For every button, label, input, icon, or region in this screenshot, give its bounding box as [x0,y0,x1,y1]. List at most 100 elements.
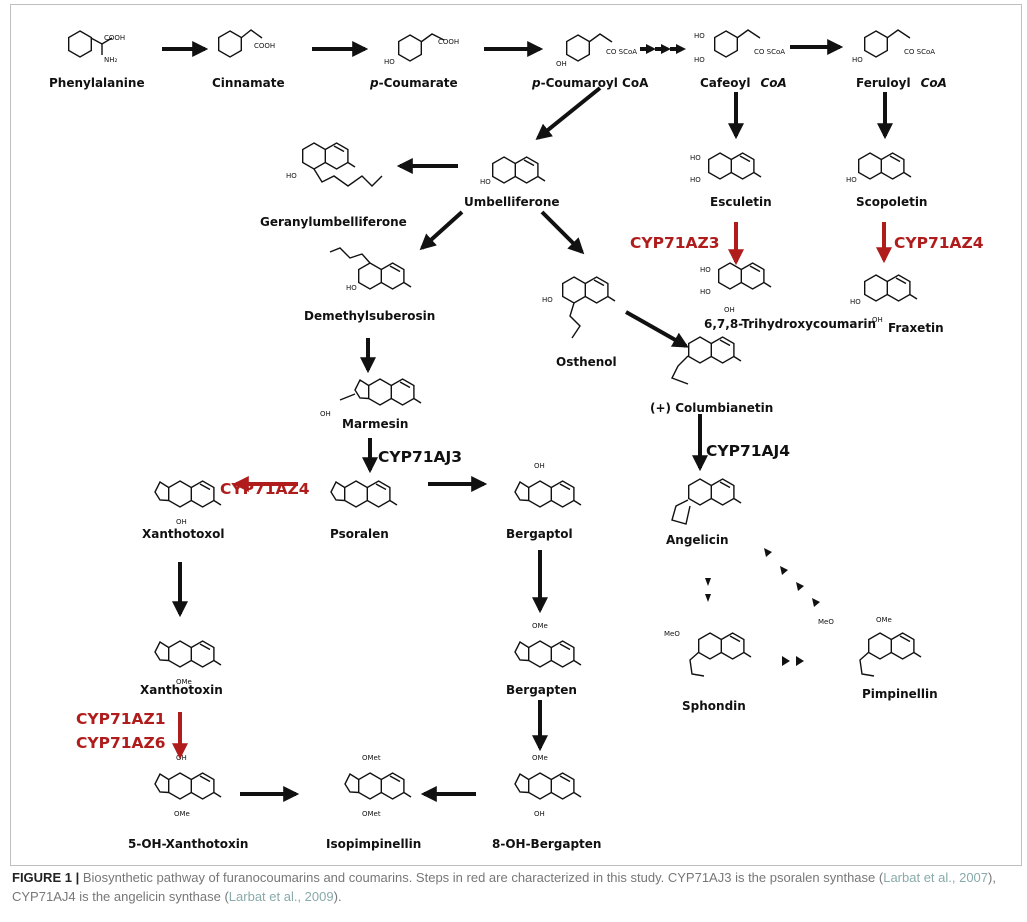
group-label: OH [872,316,883,324]
structure-psoralen [331,481,397,507]
caption-text: ). [333,889,342,904]
structure-pimpinellin [859,632,922,677]
figure-panel [10,4,1022,866]
group-label: NH₂ [104,56,118,64]
compound-p-coumarate: p-Coumarate [369,76,458,90]
group-label: OH [534,810,545,818]
citation-link[interactable]: Larbat et al., 2007 [883,870,989,885]
structure-angelicin [671,478,742,525]
arrow-osthenol-to-columbianetin [625,310,689,348]
structure-trihydroxycoumarin [718,262,772,290]
group-label: HO [846,176,857,184]
multistep-arrow-coumaroyl-to-cafeoyl [640,44,686,54]
structure-phenylalanine [67,30,113,58]
compound-fraxetin: Fraxetin [888,321,944,335]
group-label: OMe [876,616,892,624]
group-label: COOH [104,34,125,42]
compound-xanthotoxol: Xanthotoxol [142,527,225,541]
citation-link[interactable]: Larbat et al., 2009 [228,889,334,904]
structure-5-oh-xanthotoxin [155,773,221,799]
structure-sphondin [689,632,752,677]
pathway-diagram: COOH NH₂ COOH COOH HO CO SCoA OH CO SCoA… [49,29,984,851]
group-label: HO [850,298,861,306]
compound-umbelliferone: Umbelliferone [464,195,560,209]
compound-name-rest: -Coumarate [379,76,458,90]
arrow-umbelliferone-to-demethylsuberosin [419,210,464,251]
compound-p-coumaroyl-coa: p-Coumaroyl CoA [531,76,649,90]
group-label: HO [384,58,395,66]
structure-esculetin [708,152,762,180]
compound-angelicin: Angelicin [666,533,729,547]
enzyme-cyp71az4: CYP71AZ4 [894,234,984,252]
structure-fraxetin [864,274,918,302]
group-label: HO [286,172,297,180]
group-label: HO [346,284,357,292]
structure-isopimpinellin [345,773,411,799]
group-label: OMe [174,810,190,818]
structure-cinnamate [217,29,263,58]
enzyme-cyp71az1: CYP71AZ1 [76,710,166,728]
structure-8-oh-bergapten [515,773,581,799]
caption-text: ), CYP71AJ4 is the angelicin synthase ( [12,870,996,904]
group-label: OH [320,410,331,418]
structure-bergaptol [515,481,581,507]
enzyme-cyp71aj3: CYP71AJ3 [378,448,462,466]
compound-phenylalanine: Phenylalanine [49,76,145,90]
group-label: MeO [664,630,680,638]
group-label: COOH [438,38,459,46]
group-label: HO [480,178,491,186]
compound-name: Cafeoyl [700,76,750,90]
compound-cinnamate: Cinnamate [212,76,285,90]
group-label: HO [690,176,701,184]
structure-p-coumarate [398,33,445,62]
group-label: OMet [362,810,381,818]
compound-scopoletin: Scopoletin [856,195,927,209]
compound-columbianetin: (+) Columbianetin [650,401,773,415]
multistep-arrow-angelicin-to-pimpinellin [764,548,820,607]
compound-name-rest: -Coumaroyl CoA [541,76,650,90]
group-label: OMe [532,622,548,630]
compound-cafeoyl-coa: Cafeoyl CoA [700,76,787,90]
group-label: OH [724,306,735,314]
structure-p-coumaroyl-coa [566,33,613,62]
structure-scopoletin [858,152,912,180]
group-label: OH [556,60,567,68]
group-label: OMet [362,754,381,762]
compound-bergapten: Bergapten [506,683,577,697]
structure-geranylumbelliferone [302,142,383,187]
italic-prefix: p [531,76,541,90]
compound-psoralen: Psoralen [330,527,389,541]
compound-feruloyl-coa: Feruloyl CoA [856,76,947,90]
multistep-arrow-angelicin-to-sphondin [705,578,711,602]
coa-suffix: CoA [760,76,786,90]
arrow-coumaroyl-to-umbelliferone [535,86,602,141]
compound-xanthotoxin: Xanthotoxin [140,683,223,697]
group-label: HO [694,32,705,40]
compound-demethylsuberosin: Demethylsuberosin [304,309,435,323]
group-label: OMe [176,678,192,686]
group-label: HO [694,56,705,64]
multistep-arrow-sphondin-to-pimpinellin [782,656,804,666]
group-label: OH [534,462,545,470]
group-label: HO [690,154,701,162]
compound-bergaptol: Bergaptol [506,527,573,541]
coa-suffix: CoA [921,76,947,90]
compound-esculetin: Esculetin [710,195,772,209]
structure-columbianetin [671,336,742,385]
structure-cafeoyl-coa [714,29,761,58]
compound-8-oh-bergapten: 8-OH-Bergapten [492,837,601,851]
structure-feruloyl-coa [864,29,911,58]
group-label: CO SCoA [606,48,637,56]
group-label: CO SCoA [754,48,785,56]
structure-marmesin [339,379,421,405]
group-label: HO [700,266,711,274]
enzyme-cyp71aj4: CYP71AJ4 [706,442,790,460]
structure-umbelliferone [492,156,546,184]
compound-name: Feruloyl [856,76,911,90]
structure-bergapten [515,641,581,667]
compound-geranylumbelliferone: Geranylumbelliferone [260,215,407,229]
compound-trihydroxycoumarin: 6,7,8-Trihydroxycoumarin [704,317,876,331]
compound-osthenol: Osthenol [556,355,617,369]
caption-label: FIGURE 1 | [12,870,80,885]
